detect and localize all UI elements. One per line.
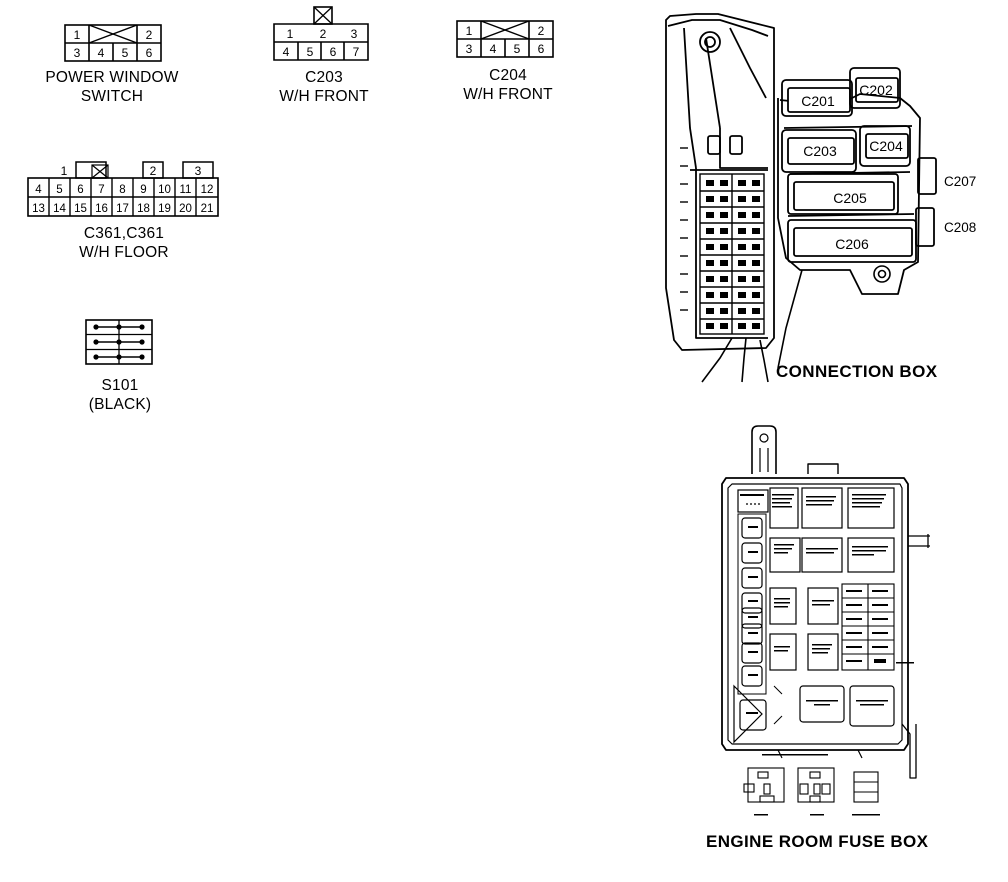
- c203-pin-6: 6: [330, 45, 337, 59]
- power-window-label: POWER WINDOW SWITCH: [30, 68, 194, 106]
- s101-connector: [84, 318, 156, 368]
- connection-box-drawing: C201 C202 C203 C204 C205 C206 C207 C208: [665, 13, 976, 383]
- s101-label-line2: (BLACK): [88, 396, 152, 413]
- cb-label-c204: C204: [869, 138, 903, 154]
- engine-room-fuse-box-title: ENGINE ROOM FUSE BOX: [706, 832, 929, 851]
- c203-label-line2: W/H FRONT: [279, 88, 369, 105]
- c361-pinout: 1 2 3 4 5 6 7 8 9 10 11 12 13 14 15 16 1…: [27, 161, 219, 217]
- c361-pin-15: 15: [74, 203, 87, 215]
- c361-label-line1: C361,C361: [83, 225, 165, 242]
- cb-label-c206: C206: [835, 236, 869, 252]
- c361-pin-6: 6: [77, 184, 83, 196]
- cb-label-c203: C203: [803, 143, 837, 159]
- c361-pin-8: 8: [119, 184, 125, 196]
- pw-pin-5: 5: [122, 46, 129, 60]
- c204-pin-1: 1: [466, 24, 473, 38]
- c203-label: C203 W/H FRONT: [254, 68, 394, 106]
- c204-pin-6: 6: [538, 42, 545, 56]
- c361-pin-16: 16: [95, 203, 108, 215]
- c361-pin-7: 7: [98, 184, 104, 196]
- c203-pinout: 1 2 3 4 5 6 7: [273, 6, 369, 61]
- c361-label-line2: W/H FLOOR: [79, 244, 169, 261]
- c361-pin-13: 13: [32, 203, 45, 215]
- c361-pin-19: 19: [158, 203, 171, 215]
- c203-pin-1: 1: [287, 27, 294, 41]
- power-window-label-line2: SWITCH: [80, 88, 144, 105]
- c361-pin-2: 2: [150, 164, 157, 178]
- pw-pin-2: 2: [146, 28, 153, 42]
- c204-pin-3: 3: [466, 42, 473, 56]
- c204-pinout: 1 2 3 4 5 6: [456, 20, 554, 58]
- c204-pin-5: 5: [514, 42, 521, 56]
- power-window-switch-pinout: 1 2 3 4 5 6: [64, 24, 162, 62]
- c204-label: C204 W/H FRONT: [438, 66, 578, 104]
- c361-pin-5: 5: [56, 184, 62, 196]
- c204-label-line1: C204: [489, 67, 527, 84]
- c203-pin-4: 4: [283, 45, 290, 59]
- c361-pin-9: 9: [140, 184, 146, 196]
- connection-box-title: CONNECTION BOX: [776, 362, 938, 381]
- c361-label: C361,C361 W/H FLOOR: [44, 224, 204, 262]
- s101-label-line1: S101: [101, 377, 139, 394]
- pw-pin-6: 6: [146, 46, 153, 60]
- s101-pinout: [85, 319, 153, 365]
- c204-label-line2: W/H FRONT: [463, 86, 553, 103]
- c361-pin-20: 20: [179, 203, 192, 215]
- cb-label-c207: C207: [944, 174, 976, 189]
- power-window-switch-connector: 1 2 3 4 5 6: [64, 24, 162, 62]
- c204-pin-4: 4: [490, 42, 497, 56]
- cb-label-c202: C202: [859, 82, 893, 98]
- cb-label-c201: C201: [801, 93, 835, 109]
- c361-pin-14: 14: [53, 203, 66, 215]
- c361-pin-17: 17: [116, 203, 129, 215]
- cb-label-c205: C205: [833, 190, 867, 206]
- pw-pin-4: 4: [98, 46, 105, 60]
- c361-pin-1: 1: [61, 164, 68, 178]
- s101-label: S101 (BLACK): [60, 376, 180, 414]
- c361-pin-11: 11: [180, 184, 192, 196]
- c361-pin-12: 12: [201, 184, 214, 196]
- pw-pin-1: 1: [74, 28, 81, 42]
- c203-pin-7: 7: [353, 45, 360, 59]
- c203-pin-5: 5: [307, 45, 314, 59]
- c203-pin-2: 2: [320, 27, 327, 41]
- c361-pin-18: 18: [137, 203, 150, 215]
- c361-pin-3: 3: [195, 164, 202, 178]
- c361-pin-4: 4: [35, 184, 42, 196]
- power-window-label-line1: POWER WINDOW: [45, 69, 179, 86]
- c203-pin-3: 3: [351, 27, 358, 41]
- c203-label-line1: C203: [305, 69, 343, 86]
- pw-pin-3: 3: [74, 46, 81, 60]
- c203-connector: 1 2 3 4 5 6 7: [272, 6, 372, 62]
- cb-label-c208: C208: [944, 220, 976, 235]
- c361-connector: 1 2 3 4 5 6 7 8 9 10 11 12 13 14 15 16 1…: [26, 160, 222, 218]
- c361-pin-10: 10: [158, 184, 171, 196]
- engine-room-fuse-box-drawing: [721, 425, 930, 816]
- c204-pin-2: 2: [538, 24, 545, 38]
- c361-pin-21: 21: [201, 203, 214, 215]
- c204-connector: 1 2 3 4 5 6: [456, 20, 554, 58]
